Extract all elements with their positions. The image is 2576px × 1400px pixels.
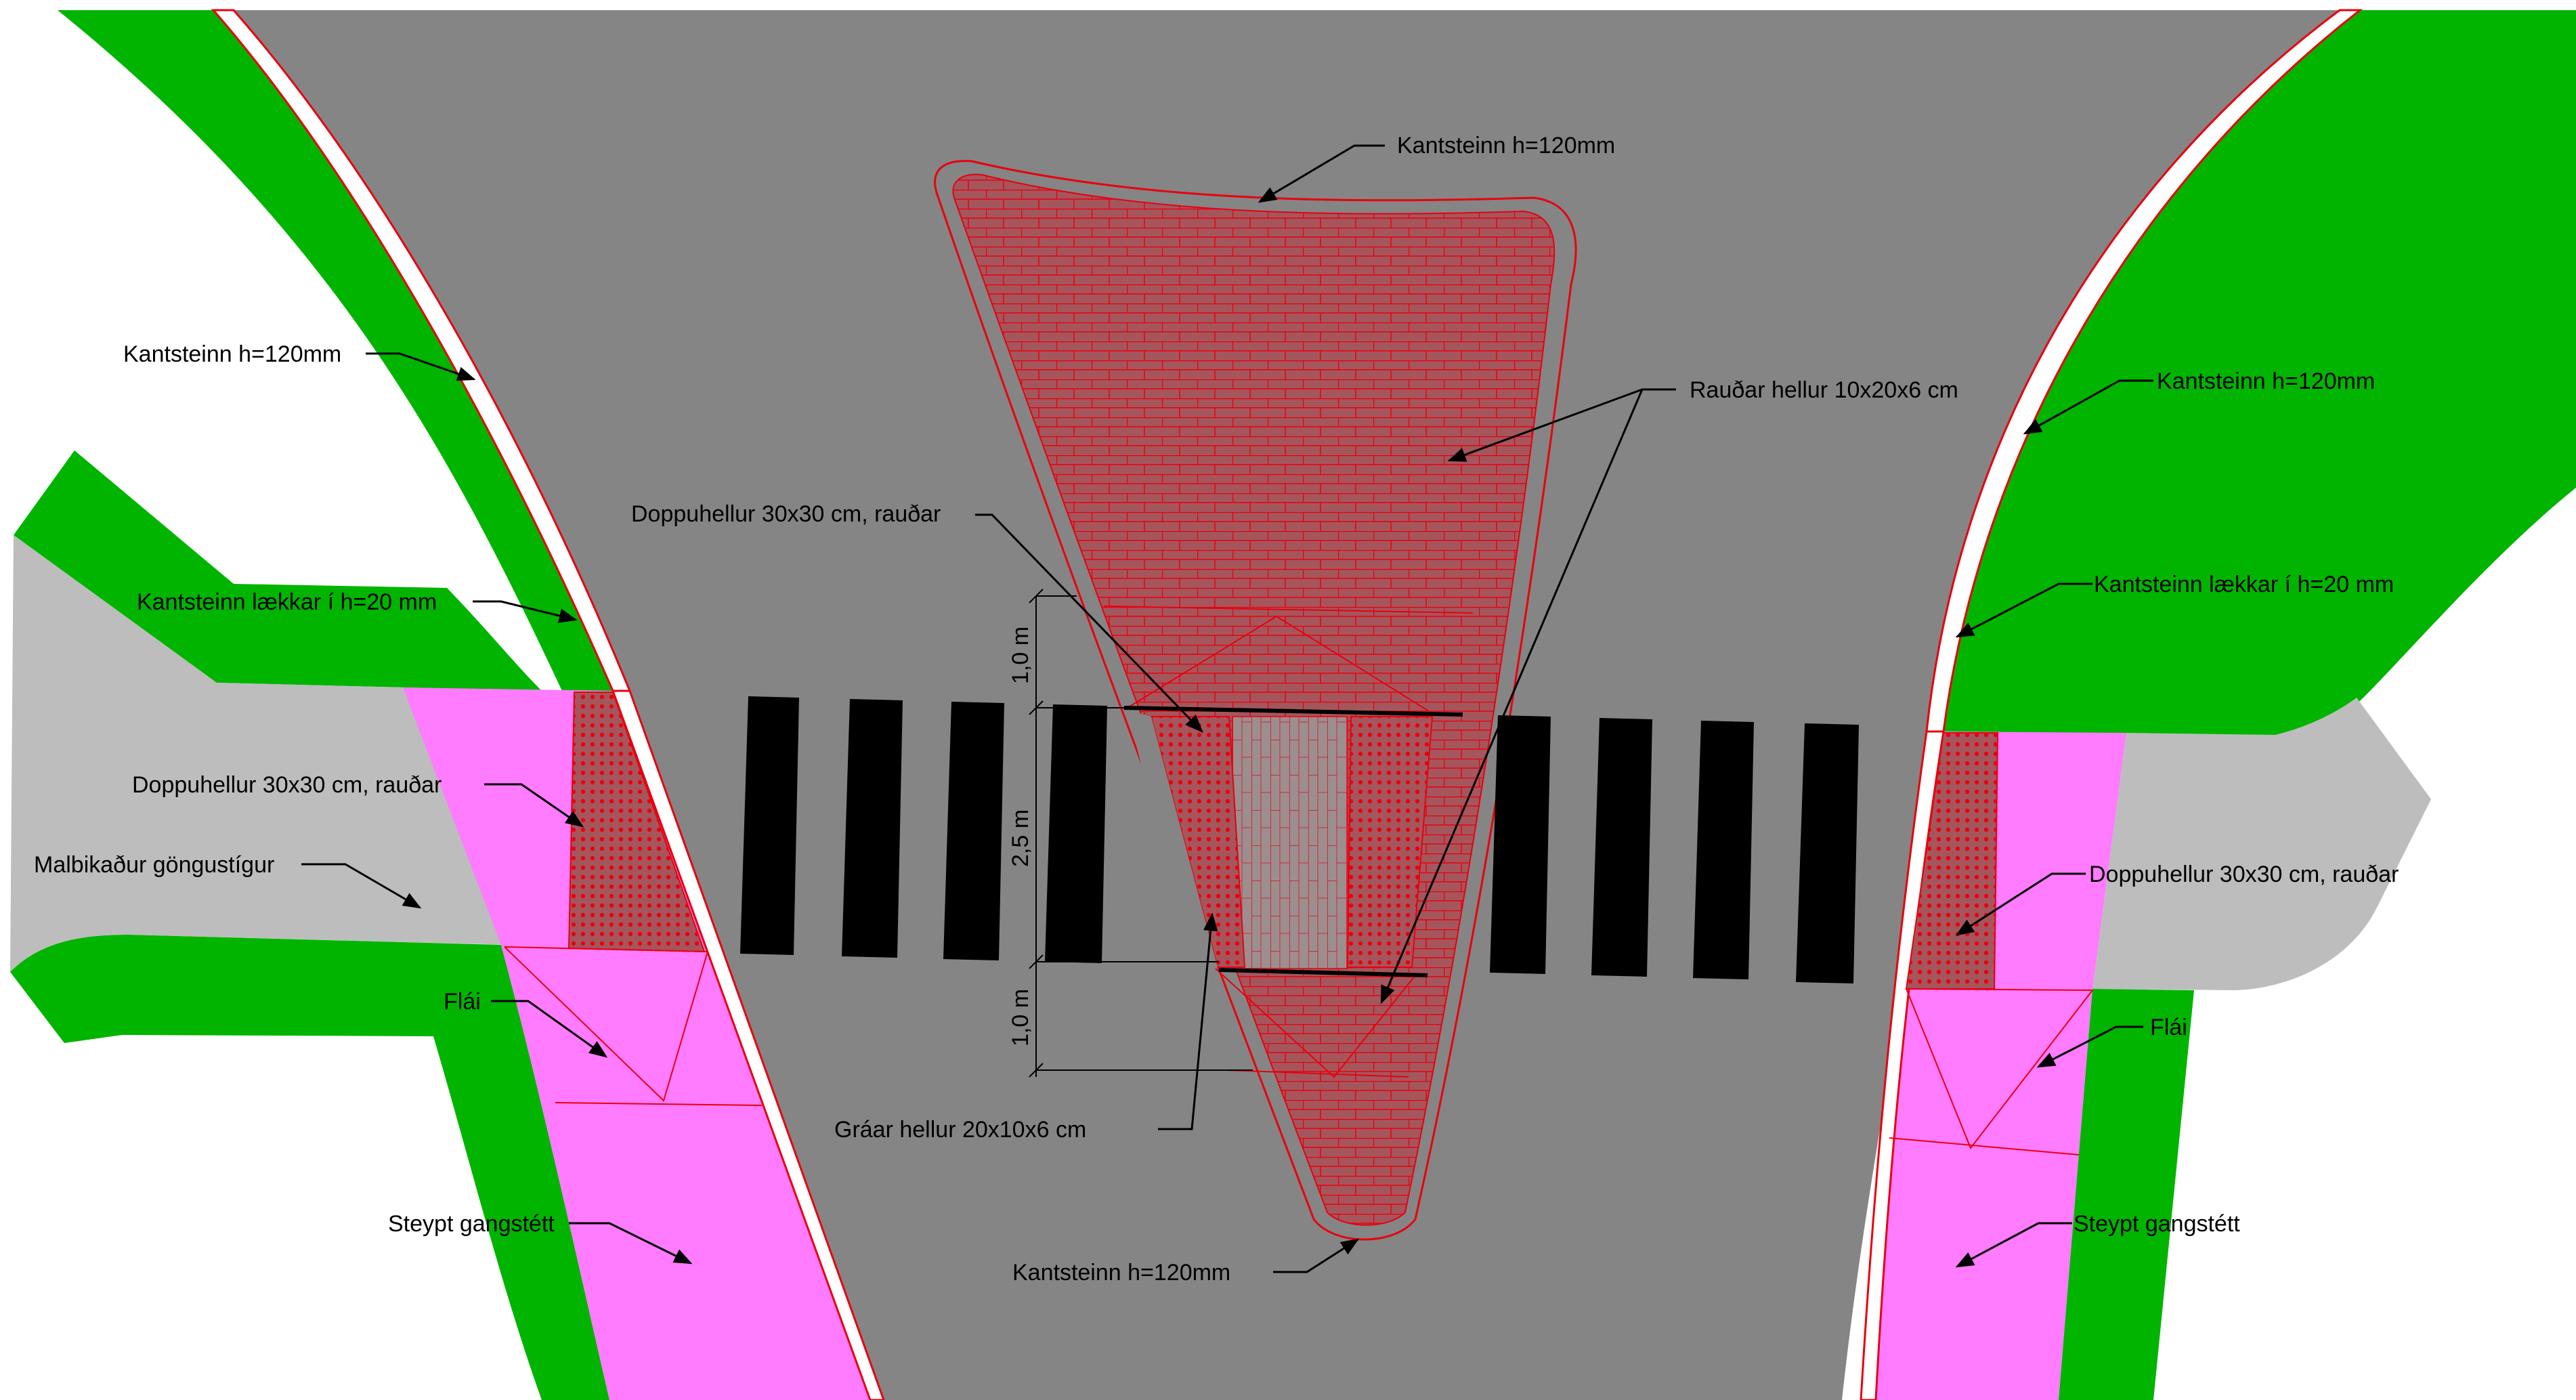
zebra-stripes-right — [1490, 715, 1859, 983]
label-curb-top: Kantsteinn h=120mm — [1397, 133, 1615, 158]
asphalt-path-right — [2092, 698, 2431, 990]
island-triangles — [1103, 606, 1474, 1078]
label-red-pavers: Rauðar hellur 10x20x6 cm — [1690, 377, 1958, 403]
label-curb-right: Kantsteinn h=120mm — [2157, 368, 2375, 394]
ramp-right-lines — [1889, 988, 2093, 1155]
label-curb-left: Kantsteinn h=120mm — [123, 341, 341, 367]
leader-lines — [301, 144, 2153, 1273]
zebra-stripe — [1591, 718, 1652, 977]
grass-left-upper — [58, 10, 613, 691]
grass-right-lower — [2059, 989, 2194, 1400]
zebra-stripe — [1693, 721, 1754, 979]
zebra-stripe — [1045, 704, 1107, 963]
label-ramp-right: Flái — [2150, 1015, 2187, 1040]
tactile-island-right — [1346, 716, 1434, 968]
sidewalk-left — [403, 687, 870, 1400]
label-curb-lowered-left: Kantsteinn lækkar í h=20 mm — [137, 589, 437, 615]
label-tactile-island: Doppuhellur 30x30 cm, rauðar — [631, 501, 941, 527]
zebra-stripe — [842, 699, 903, 958]
label-curb-lowered-right: Kantsteinn lækkar í h=20 mm — [2094, 572, 2394, 597]
grass-left-lower — [10, 935, 609, 1400]
zebra-stripe — [740, 696, 799, 955]
island-crossing-gap — [1128, 710, 1218, 969]
dim-top-label: 1,0 m — [1008, 627, 1033, 684]
dim-middle-label: 2,5 m — [1008, 809, 1033, 867]
label-tactile-right: Doppuhellur 30x30 cm, rauðar — [2089, 862, 2399, 887]
label-asphalt-path: Malbikaður göngustígur — [34, 852, 274, 878]
dimension-lines — [1029, 589, 1253, 1078]
zebra-stripe — [1490, 715, 1551, 974]
grass-left-path-upper — [14, 450, 542, 691]
grey-pavers — [1232, 716, 1348, 969]
zebra-stripes-left — [740, 696, 1107, 963]
zebra-stripe — [1796, 723, 1859, 983]
label-grey-pavers: Gráar hellur 20x10x6 cm — [834, 1117, 1086, 1143]
label-curb-bottom: Kantsteinn h=120mm — [1012, 1260, 1230, 1286]
label-ramp-left: Flái — [444, 989, 481, 1015]
label-tactile-left: Doppuhellur 30x30 cm, rauðar — [132, 772, 442, 798]
ramp-left-lines — [504, 946, 763, 1106]
asphalt-path-left — [10, 535, 511, 972]
zebra-stripe — [943, 702, 1004, 960]
dim-bottom-label: 1,0 m — [1008, 989, 1033, 1046]
curb-left-lower — [611, 690, 885, 1400]
grass-right-upper — [1944, 10, 2576, 738]
label-sidewalk-right: Steypt gangstétt — [2074, 1211, 2240, 1237]
label-sidewalk-left: Steypt gangstétt — [388, 1211, 555, 1237]
